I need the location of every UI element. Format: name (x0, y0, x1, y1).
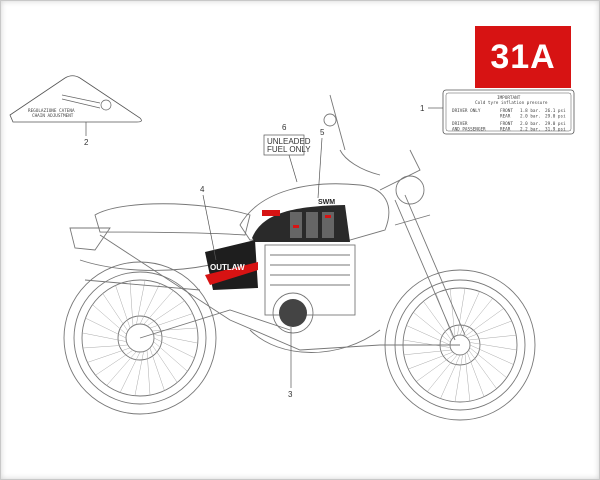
callout-1: 1 (420, 104, 425, 113)
spoke (469, 342, 517, 351)
unleaded-fuel-label: UNLEADED FUEL ONLY (263, 134, 311, 156)
spokes (82, 280, 517, 402)
spoke (468, 349, 497, 389)
chain-adjustment-label: REGOLAZIONE CATENA CHAIN ADJUSTMENT (9, 75, 142, 123)
tyre-label-title: Cold tyre inflation pressure (475, 100, 548, 106)
spoke (139, 283, 161, 325)
spoke (82, 344, 128, 349)
spoke (115, 285, 131, 329)
spoke (149, 347, 165, 391)
spoke (469, 347, 507, 378)
chain-label-line2: CHAIN ADJUSTMENT (32, 113, 74, 119)
fuel-label-line1: UNLEADED (267, 137, 311, 146)
spoke (153, 341, 188, 372)
spoke (468, 334, 517, 341)
spoke (469, 344, 514, 365)
callout-5: 5 (320, 128, 325, 137)
spoke (149, 313, 193, 329)
spoke (406, 325, 451, 346)
spoke (464, 353, 471, 402)
spoke (427, 354, 458, 392)
spoke (413, 312, 451, 343)
spoke (146, 350, 151, 396)
spoke (153, 337, 195, 359)
spoke (119, 351, 141, 393)
side-logo: OUTLAW (210, 263, 245, 272)
side-cover-decal: OUTLAW (205, 240, 258, 290)
tyre-row-bar: 2.0 bar. (520, 121, 541, 127)
spoke (466, 351, 485, 397)
fuel-label-line2: FUEL ONLY (267, 145, 311, 154)
chain-label-line1: REGOLAZIONE CATENA (28, 108, 75, 114)
tyre-row-psi: 26.1 psi (545, 108, 566, 114)
spoke (440, 354, 461, 399)
spoke (462, 298, 493, 336)
section-badge: 31A (475, 26, 571, 88)
spoke (87, 347, 131, 363)
tyre-row-psi: 29.0 psi (545, 114, 566, 120)
tyre-row-wheel: FRONT (500, 121, 513, 127)
spoke (466, 320, 512, 339)
spoke (152, 327, 198, 332)
spoke (403, 349, 452, 356)
spoke (92, 304, 127, 335)
tyre-row-bar: 2.2 bar. (520, 127, 541, 133)
spoke (459, 291, 480, 336)
tyre-row-bar: 2.0 bar. (520, 114, 541, 120)
spoke (102, 293, 129, 332)
spoke (129, 280, 134, 326)
tyre-row-psi: 31.9 psi (545, 127, 566, 133)
tyre-row-rider: DRIVER (452, 121, 468, 127)
tyre-row-psi: 29.0 psi (545, 121, 566, 127)
engine-cover-decal (279, 299, 307, 327)
spoke (408, 351, 454, 370)
spoke (457, 288, 466, 336)
spoke (143, 290, 174, 325)
spoke (403, 339, 451, 348)
callout-6: 6 (282, 123, 287, 132)
spoke (454, 354, 463, 402)
tyre-row-bar: 1.8 bar. (520, 108, 541, 114)
tyre-row-rider: DRIVER ONLY (452, 108, 481, 114)
tank-decal: SWM (252, 199, 350, 242)
spoke (136, 280, 146, 325)
spoke (416, 353, 456, 382)
spoke (82, 332, 127, 342)
spoke (95, 349, 134, 376)
spoke (151, 344, 178, 383)
tyre-pressure-label: IMPORTANT Cold tyre inflation pressure D… (420, 89, 575, 135)
tyre-row-wheel: FRONT (500, 108, 513, 114)
spoke (134, 351, 144, 396)
spoke (106, 351, 137, 386)
spoke (449, 288, 456, 337)
spoke (85, 317, 127, 339)
tyre-row-wheel: REAR (500, 127, 511, 133)
spoke (153, 334, 198, 344)
callout-2: 2 (84, 138, 89, 147)
tyre-row-wheel: REAR (500, 114, 511, 120)
tyre-label-title-top: IMPORTANT (497, 95, 521, 101)
spoke (423, 301, 452, 341)
tank-logo: SWM (318, 199, 335, 206)
spoke (464, 308, 504, 337)
spoke (146, 300, 185, 327)
callout-3: 3 (288, 390, 293, 399)
tyre-row-rider: AND PASSENGER (452, 127, 486, 133)
callout-4: 4 (200, 185, 205, 194)
